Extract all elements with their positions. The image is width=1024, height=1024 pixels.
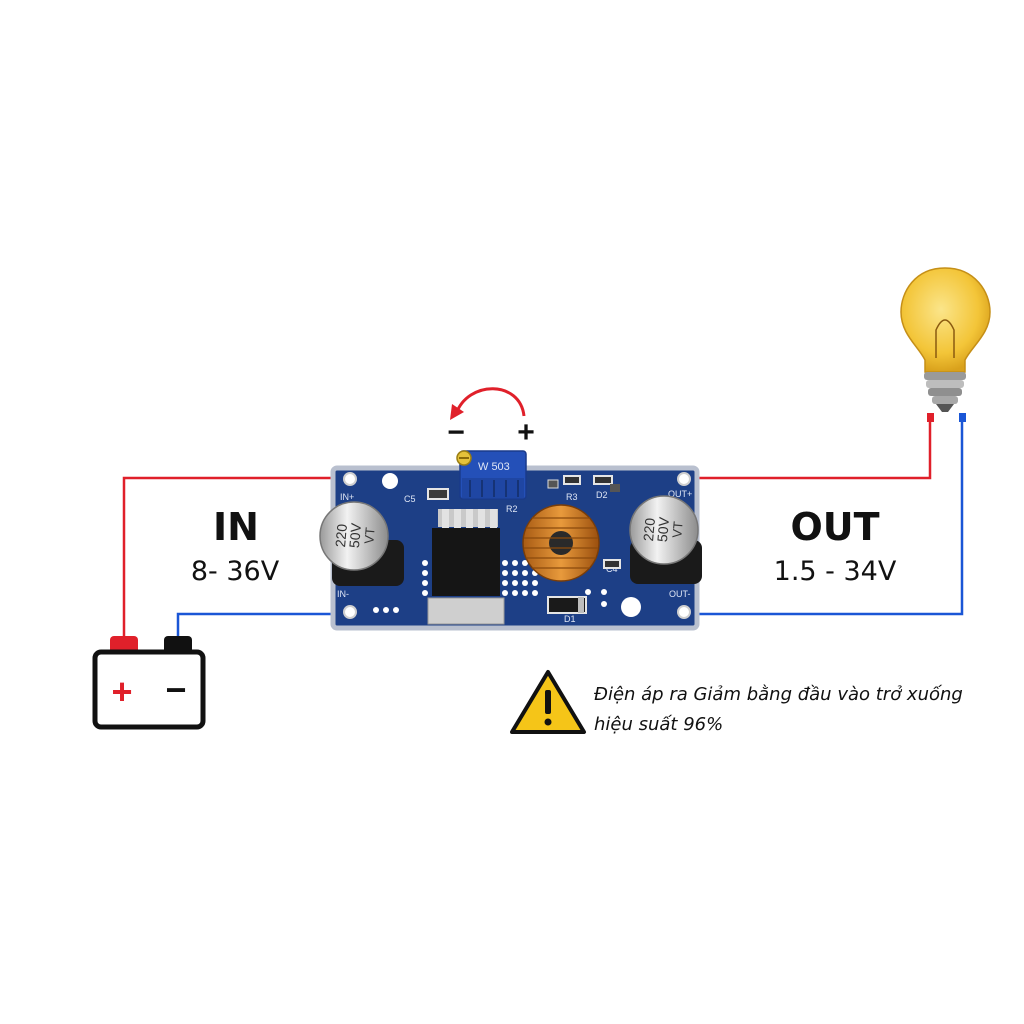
input-positive-wire <box>122 476 346 640</box>
warning-line-1: Điện áp ra Giảm bằng đầu vào trở xuống <box>594 684 963 705</box>
input-cap-value: 220 <box>332 523 350 548</box>
bulb-negative-lead <box>959 413 966 422</box>
output-cap-value: 220 <box>640 517 658 542</box>
label-d2: D2 <box>596 490 608 500</box>
battery-minus-sign: − <box>165 669 186 710</box>
mounting-hole <box>382 473 398 489</box>
label-out-minus: OUT- <box>669 589 691 599</box>
buck-converter-board: IN+ IN- OUT+ OUT- C5 R2 R3 D2 C4 D1 W 50… <box>319 450 702 631</box>
output-negative-wire <box>685 420 964 616</box>
input-title: IN <box>213 505 259 549</box>
input-negative-wire <box>176 612 346 640</box>
output-cap-voltage: 50V <box>654 516 672 543</box>
warning-line-2: hiệu suất 96% <box>594 714 724 735</box>
bulb-positive-lead <box>927 413 934 422</box>
regulator-ic <box>427 509 505 625</box>
label-c5: C5 <box>404 494 416 504</box>
output-cap-brand: VT <box>669 521 685 539</box>
output-title: OUT <box>790 505 880 549</box>
label-r2: R2 <box>506 504 518 514</box>
input-cap-voltage: 50V <box>346 522 364 549</box>
battery-plus-sign: + <box>111 671 132 712</box>
rotation-arrow-icon <box>454 387 526 417</box>
wires <box>122 420 964 640</box>
potentiometer-label: W 503 <box>478 461 510 473</box>
adjust-plus-sign: + <box>517 416 535 449</box>
battery: + − <box>92 636 206 730</box>
adjustment-indicator: − + <box>447 387 535 449</box>
label-in-plus: IN+ <box>340 492 354 502</box>
potentiometer[interactable]: W 503 <box>456 450 527 500</box>
warning-note: Điện áp ra Giảm bằng đầu vào trở xuống h… <box>594 680 1019 740</box>
mounting-hole <box>621 597 641 617</box>
label-r3: R3 <box>566 492 578 502</box>
input-voltage-range: 8- 36V <box>190 556 280 587</box>
toroid-inductor <box>522 504 600 582</box>
output-positive-wire <box>685 420 932 480</box>
output-voltage-range: 1.5 - 34V <box>773 556 897 587</box>
input-cap-brand: VT <box>361 527 377 545</box>
adjust-minus-sign: − <box>447 416 465 449</box>
label-d1: D1 <box>564 614 576 624</box>
battery-body <box>92 649 206 730</box>
input-capacitor: 220 50V VT <box>319 501 404 586</box>
output-capacitor: 220 50V VT <box>629 495 702 584</box>
warning-icon <box>510 670 586 734</box>
light-bulb-icon <box>900 267 991 422</box>
label-in-minus: IN- <box>337 589 349 599</box>
label-out-plus: OUT+ <box>668 489 692 499</box>
diode-d1 <box>547 596 587 614</box>
